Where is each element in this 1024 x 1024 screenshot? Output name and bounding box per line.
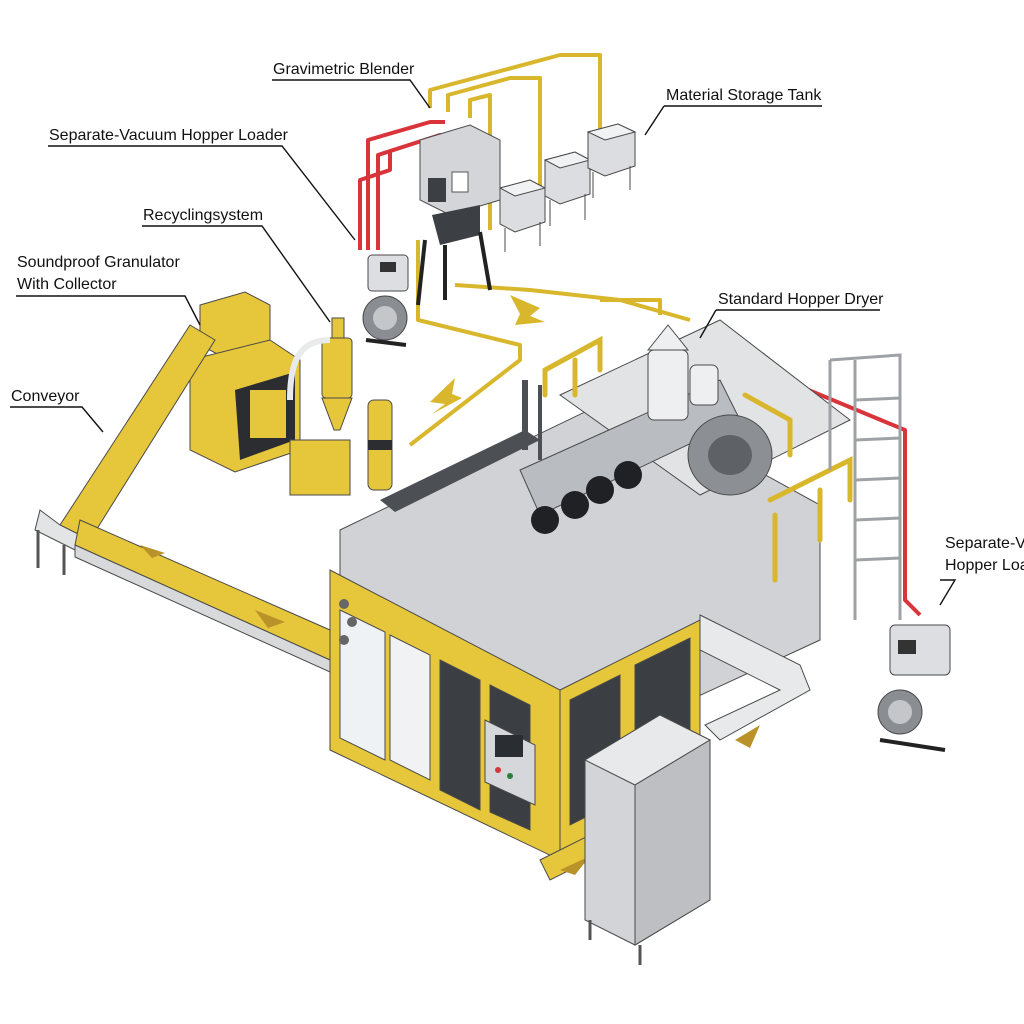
conveyor	[34, 324, 331, 673]
arrow-icon	[430, 295, 545, 414]
label-right-loader-line2: Hopper Loa	[945, 557, 1024, 574]
callout-leaders	[10, 79, 957, 606]
access-ladder	[828, 353, 902, 620]
label-right-loader-line1: Separate-Va	[945, 535, 1024, 552]
recycling-system	[287, 317, 393, 496]
label-material-storage-tank: Material Storage Tank	[666, 87, 822, 104]
label-standard-hopper-dryer: Standard Hopper Dryer	[718, 291, 884, 308]
callout-labels: Gravimetric Blender Material Storage Tan…	[11, 61, 1024, 574]
label-gravimetric-blender: Gravimetric Blender	[273, 61, 415, 78]
material-storage-tanks	[498, 123, 637, 252]
label-separate-vacuum-hopper-loader: Separate-Vacuum Hopper Loader	[49, 127, 289, 144]
label-granulator-line1: Soundproof Granulator	[17, 254, 180, 271]
right-hopper-loader	[877, 624, 951, 752]
soundproof-granulator	[189, 291, 301, 473]
label-recycling-system: Recyclingsystem	[143, 207, 263, 224]
separate-vacuum-hopper-loader	[362, 254, 409, 347]
label-granulator-line2: With Collector	[17, 276, 117, 293]
deflashing-cabinet	[583, 714, 712, 965]
label-conveyor: Conveyor	[11, 388, 80, 405]
gravimetric-blender	[416, 124, 501, 306]
